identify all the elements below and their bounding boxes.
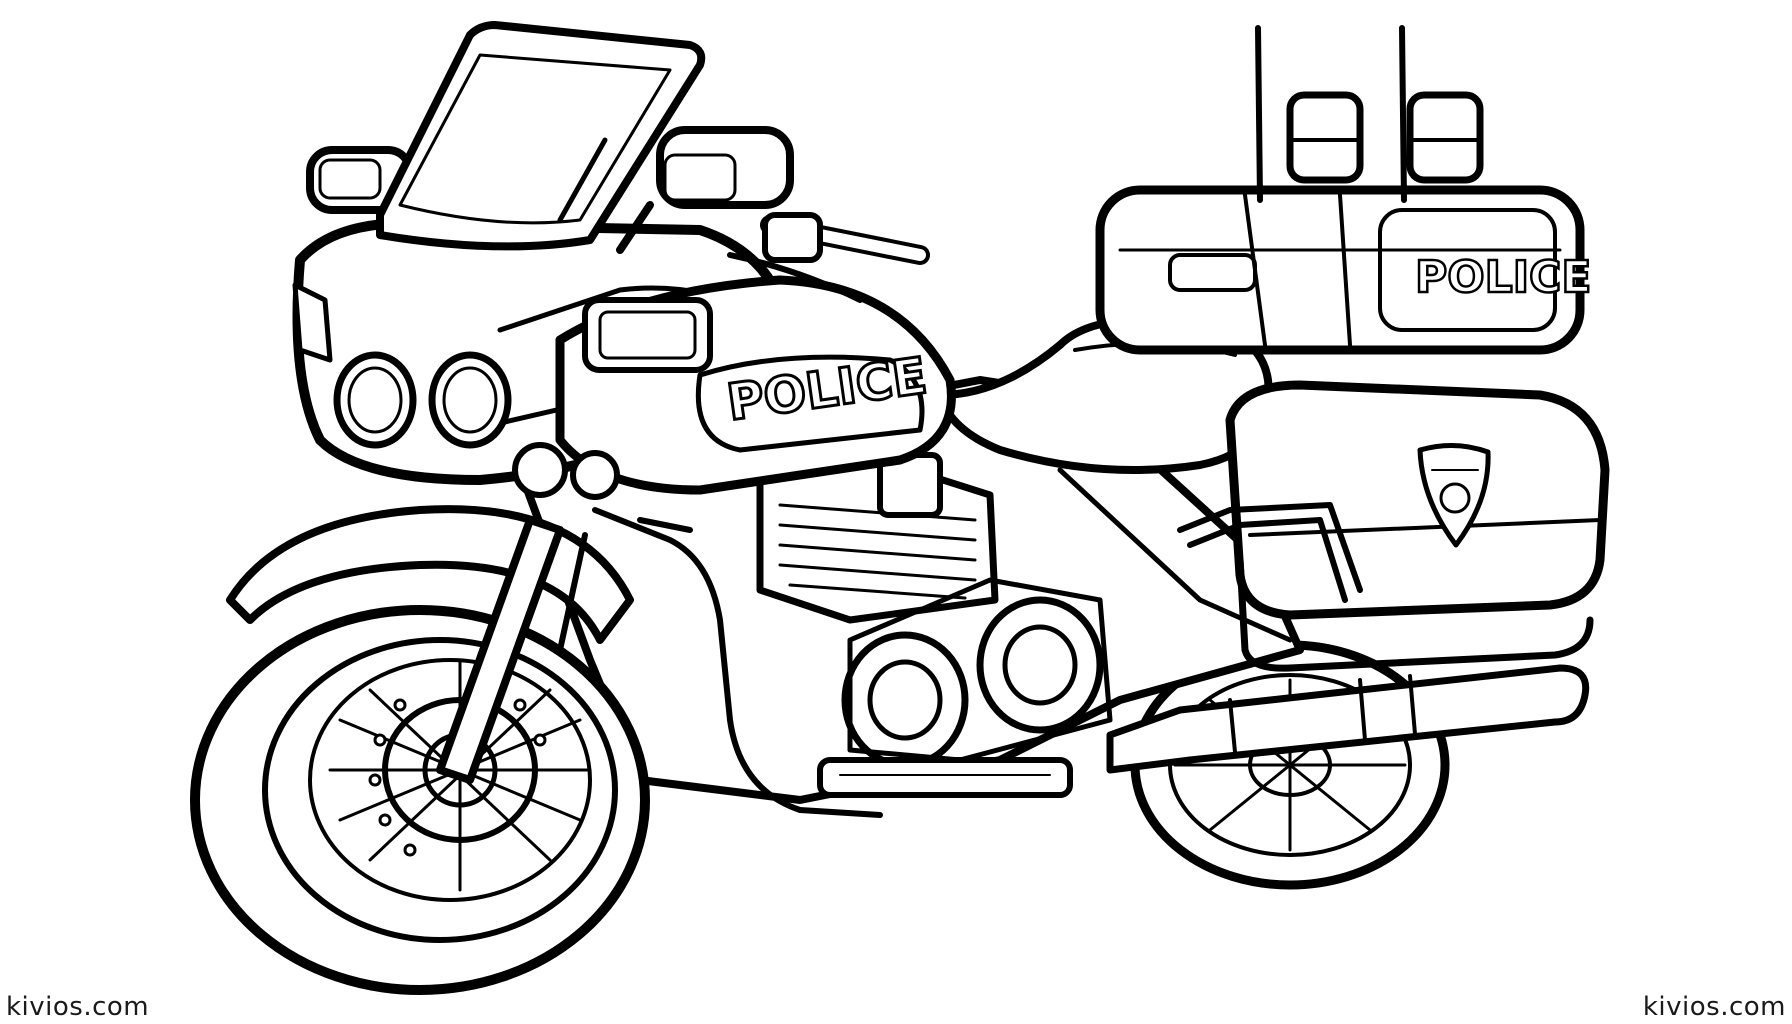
watermark-left: kivios.com xyxy=(6,992,150,1022)
fuel-tank xyxy=(555,275,956,495)
engine xyxy=(756,452,1113,769)
front-fork xyxy=(436,516,588,784)
footrest xyxy=(817,757,1073,798)
exhaust-pipe xyxy=(1106,664,1590,774)
watermark-right: kivios.com xyxy=(1642,992,1786,1022)
trunk-police-label: POLICE xyxy=(1415,252,1591,303)
emergency-light-left xyxy=(1286,91,1364,184)
headlights xyxy=(333,351,620,500)
saddlebag-guard-rail xyxy=(1177,502,1363,603)
fairing-side-light xyxy=(292,282,333,363)
antennas xyxy=(1255,25,1407,203)
mirror-right xyxy=(616,126,794,254)
brake-lines xyxy=(592,507,883,818)
handlebar xyxy=(727,212,930,303)
front-wheel xyxy=(190,605,650,995)
windshield xyxy=(376,21,706,251)
saddlebag xyxy=(1225,380,1610,672)
top-trunk xyxy=(1095,185,1585,355)
police-badge-icon xyxy=(1417,442,1491,548)
emergency-light-right xyxy=(1406,91,1484,184)
